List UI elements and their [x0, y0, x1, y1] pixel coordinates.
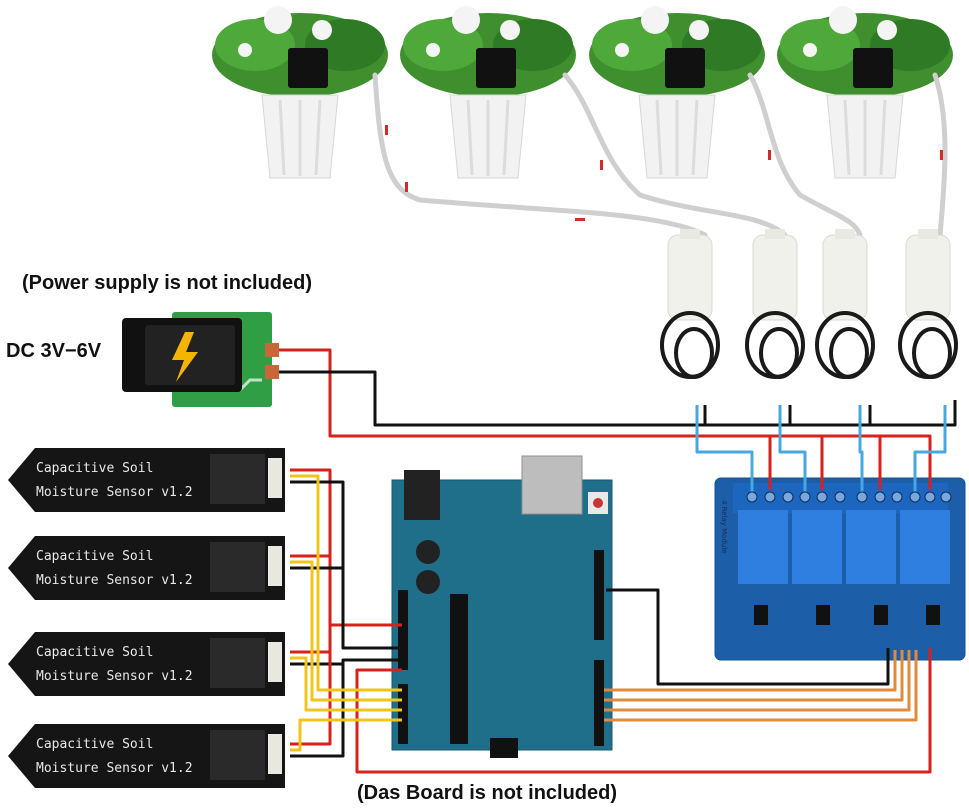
water-pump-icon	[815, 229, 875, 379]
sensor-label-line2: Moisture Sensor v1.2	[36, 761, 193, 776]
sensor-label-line1: Capacitive Soil	[36, 461, 153, 476]
potted-plant-icon	[589, 6, 765, 179]
plant-1	[212, 6, 388, 179]
wires-power	[279, 348, 957, 490]
flow-arrows	[385, 125, 943, 221]
water-pump-icon	[660, 229, 720, 379]
wires-pump	[695, 405, 947, 492]
pump-4	[898, 229, 958, 379]
tube-2	[562, 72, 788, 238]
relay-terminals	[746, 491, 952, 503]
lightning-bolt-icon	[172, 332, 198, 382]
wires-relay-signal	[604, 650, 918, 722]
arduino-board	[391, 455, 613, 758]
soil-sensor-2: Capacitive Soil Moisture Sensor v1.2	[8, 536, 285, 600]
water-pump-icon	[745, 229, 805, 379]
potted-plant-icon	[400, 6, 576, 179]
power-supply	[122, 312, 279, 407]
sensor-label-line1: Capacitive Soil	[36, 645, 153, 660]
board-note: (Das Board is not included)	[357, 782, 618, 804]
wires-sensor-signal	[290, 474, 402, 752]
pump-3	[815, 229, 875, 379]
pump-2	[745, 229, 805, 379]
soil-sensor-1: Capacitive Soil Moisture Sensor v1.2	[8, 448, 285, 512]
sensor-label-line2: Moisture Sensor v1.2	[36, 573, 193, 588]
wire-vcc-main	[279, 348, 932, 490]
relay-label: 4 Relay Module	[720, 500, 728, 554]
power-supply-note: (Power supply is not included)	[22, 272, 313, 294]
plant-3	[589, 6, 765, 179]
potted-plant-icon	[212, 6, 388, 179]
plant-4	[777, 6, 953, 179]
sensor-label-line2: Moisture Sensor v1.2	[36, 669, 193, 684]
water-pump-icon	[898, 229, 958, 379]
potted-plant-icon	[777, 6, 953, 179]
water-tubes	[372, 72, 948, 238]
tube-3	[747, 72, 863, 238]
relay-module: 4 Relay Module	[714, 477, 966, 661]
sensor-label-line1: Capacitive Soil	[36, 549, 153, 564]
tube-1	[372, 72, 708, 238]
sensor-label-line1: Capacitive Soil	[36, 737, 153, 752]
soil-sensor-3: Capacitive Soil Moisture Sensor v1.2	[8, 632, 285, 696]
voltage-label: DC 3V−6V	[6, 340, 102, 362]
soil-sensor-4: Capacitive Soil Moisture Sensor v1.2	[8, 724, 285, 788]
wire-gnd-main	[279, 370, 957, 427]
plant-2	[400, 6, 576, 179]
pump-1	[660, 229, 720, 379]
sensor-label-line2: Moisture Sensor v1.2	[36, 485, 193, 500]
tube-4	[932, 72, 948, 238]
